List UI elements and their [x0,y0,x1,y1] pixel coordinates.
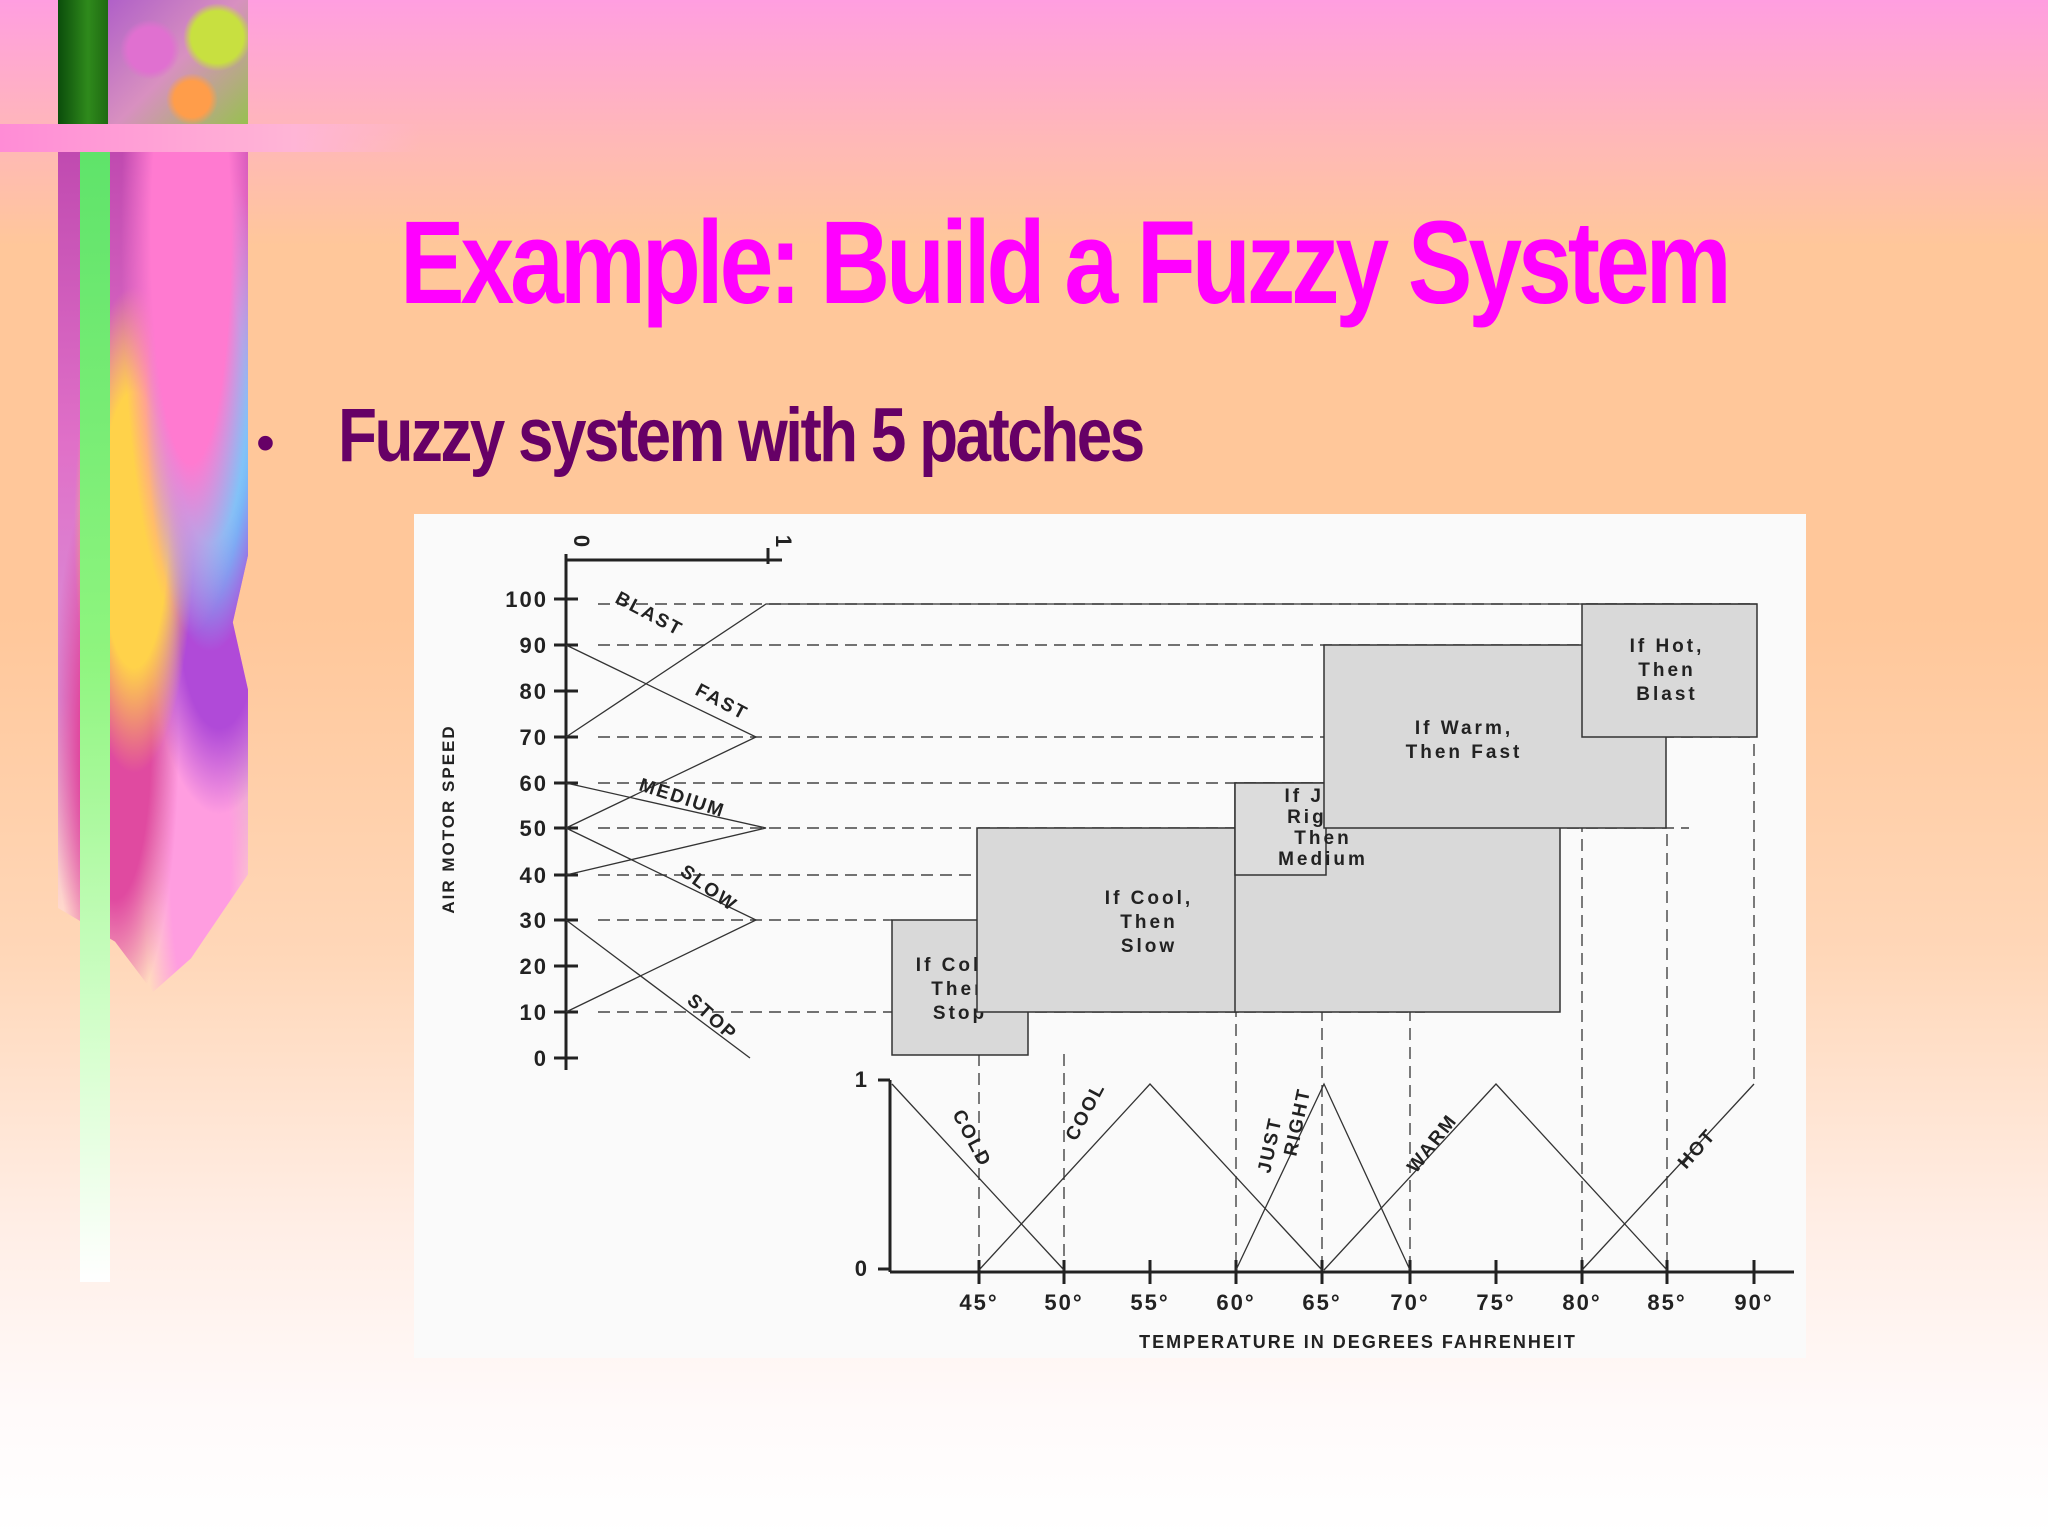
svg-text:If Hot,: If Hot, [1630,636,1705,657]
speed-axis: 0 1 100 90 80 70 60 50 40 30 20 10 0 Air… [439,535,796,1071]
svg-text:1: 1 [855,1067,869,1092]
svg-text:45°: 45° [959,1290,998,1315]
rule-patch-cool: If Cool, Then Slow [976,827,1239,1013]
svg-text:Medium: Medium [1278,849,1368,870]
svg-text:60: 60 [520,771,548,796]
decor-texture-top [108,0,248,124]
svg-text:85°: 85° [1647,1290,1686,1315]
svg-text:100: 100 [505,587,548,612]
svg-text:70°: 70° [1390,1290,1429,1315]
svg-text:1: 1 [771,535,796,549]
svg-text:90: 90 [520,633,548,658]
svg-text:70: 70 [520,725,548,750]
svg-text:80: 80 [520,679,548,704]
svg-text:Slow: Slow [1121,936,1177,957]
svg-text:Hot: Hot [1674,1125,1720,1173]
svg-text:20: 20 [520,954,548,979]
svg-text:Warm: Warm [1403,1110,1462,1177]
decor-green-stripe [80,152,110,1282]
svg-text:Blast: Blast [1636,684,1697,705]
svg-text:Blast: Blast [612,588,687,641]
svg-text:0: 0 [855,1256,869,1281]
svg-text:40: 40 [520,863,548,888]
decor-horizontal-bar [0,124,420,152]
svg-text:If Warm,: If Warm, [1415,718,1513,739]
fuzzy-system-diagram: .ax { stroke:#222; stroke-width:3; fill:… [414,514,1806,1358]
temperature-axis: 1 0 45° 50° 55° 60° 65° 70° 75° 80° 85° … [855,1067,1794,1352]
svg-text:30: 30 [520,908,548,933]
svg-text:Medium: Medium [636,775,727,822]
rule-patch-hot: If Hot, Then Blast [1581,603,1758,738]
slide-title: Example: Build a Fuzzy System [400,197,1732,329]
bullet-item: • Fuzzy system with 5 patches [256,392,1296,479]
svg-text:75°: 75° [1476,1290,1515,1315]
svg-text:Then: Then [931,979,988,1000]
svg-text:55°: 55° [1130,1290,1169,1315]
svg-text:If Cool,: If Cool, [1105,888,1193,909]
svg-text:Stop: Stop [933,1003,987,1024]
svg-text:60°: 60° [1216,1290,1255,1315]
svg-text:0: 0 [534,1046,548,1071]
svg-text:80°: 80° [1562,1290,1601,1315]
svg-text:0: 0 [569,535,594,549]
decor-dark-stripe [58,0,108,124]
rule-patch-cold: If Cold, Then Stop [891,919,1029,1056]
svg-text:65°: 65° [1302,1290,1341,1315]
svg-text:90°: 90° [1734,1290,1773,1315]
svg-text:Then: Then [1120,912,1177,933]
svg-text:50°: 50° [1044,1290,1083,1315]
svg-text:Then: Then [1294,828,1351,849]
svg-text:Temperature in Degrees Fahrenh: Temperature in Degrees Fahrenheit [1139,1332,1577,1352]
svg-text:Then Fast: Then Fast [1406,742,1523,763]
svg-text:Air Motor Speed: Air Motor Speed [439,724,458,913]
bullet-dot: • [256,413,275,473]
svg-text:Cold: Cold [948,1106,996,1170]
svg-text:Then: Then [1638,660,1695,681]
svg-text:50: 50 [520,816,548,841]
svg-text:Slow: Slow [676,861,741,916]
svg-text:Stop: Stop [683,990,741,1045]
svg-text:Fast: Fast [692,680,752,725]
svg-text:10: 10 [520,1000,548,1025]
bullet-text: Fuzzy system with 5 patches [338,393,1145,478]
